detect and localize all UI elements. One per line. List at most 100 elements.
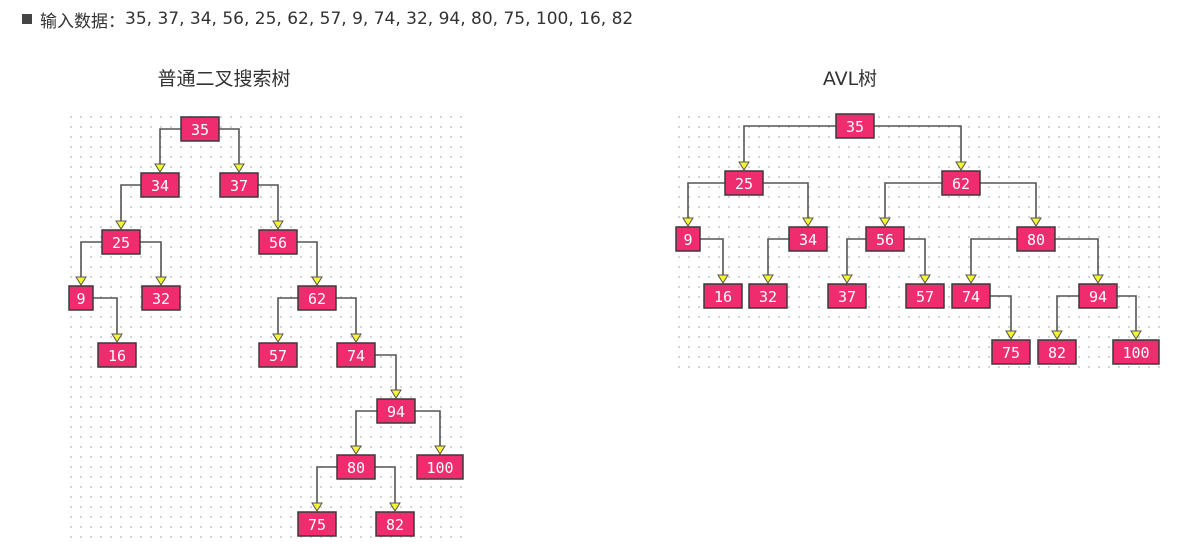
bst-edge-37-56 bbox=[258, 184, 279, 223]
bst-node-label-80: 80 bbox=[347, 459, 365, 477]
avl-node-label-9: 9 bbox=[683, 231, 692, 249]
avl-node-32: 32 bbox=[748, 283, 788, 309]
avl-node-box-57 bbox=[905, 283, 945, 309]
bst-node-label-57: 57 bbox=[269, 347, 287, 365]
bst-arrow-37-icon bbox=[233, 163, 245, 173]
bst-node-box-94 bbox=[376, 398, 416, 424]
bst-edge-94-80 bbox=[355, 410, 377, 448]
avl-arrow-75-icon bbox=[1005, 330, 1017, 340]
avl-node-94: 94 bbox=[1078, 283, 1118, 309]
bst-node-label-62: 62 bbox=[308, 290, 326, 308]
avl-node-34: 34 bbox=[788, 226, 828, 252]
bst-node-box-9 bbox=[68, 285, 94, 311]
bst-node-label-100: 100 bbox=[426, 459, 453, 477]
avl-node-box-9 bbox=[675, 226, 701, 252]
bst-edge-80-82 bbox=[375, 466, 396, 505]
avl-edge-74-75 bbox=[990, 295, 1012, 333]
avl-node-box-74 bbox=[951, 283, 991, 309]
avl-edge-35-62 bbox=[874, 125, 962, 164]
bst-arrow-25-icon bbox=[115, 220, 127, 230]
bst-node-94: 94 bbox=[376, 398, 416, 424]
avl-node-box-25 bbox=[724, 170, 764, 196]
avl-edge-35-25 bbox=[743, 125, 836, 164]
bst-arrow-16-icon bbox=[111, 333, 123, 343]
bst-edge-34-25 bbox=[120, 184, 141, 223]
bst-node-80: 80 bbox=[336, 454, 376, 480]
bst-node-9: 9 bbox=[68, 285, 94, 311]
avl-node-16: 16 bbox=[703, 283, 743, 309]
avl-node-label-35: 35 bbox=[846, 118, 864, 136]
square-bullet-icon bbox=[22, 14, 32, 24]
bst-arrow-74-icon bbox=[350, 333, 362, 343]
avl-node-100: 100 bbox=[1112, 339, 1160, 365]
avl-node-label-94: 94 bbox=[1089, 288, 1107, 306]
avl-node-label-80: 80 bbox=[1027, 231, 1045, 249]
avl-edge-62-56 bbox=[884, 182, 942, 220]
bst-edge-35-34 bbox=[159, 128, 181, 166]
avl-node-box-37 bbox=[827, 283, 867, 309]
input-data-line: 输入数据 ： 35, 37, 34, 56, 25, 62, 57, 9, 74… bbox=[22, 6, 633, 32]
avl-edge-34-32 bbox=[767, 238, 789, 277]
bst-node-74: 74 bbox=[336, 342, 376, 368]
bst-node-37: 37 bbox=[219, 172, 259, 198]
bst-node-16: 16 bbox=[97, 342, 137, 368]
avl-node-box-75 bbox=[991, 339, 1031, 365]
bst-arrow-100-icon bbox=[434, 445, 446, 455]
avl-grid-background bbox=[674, 112, 1162, 368]
bst-edge-62-74 bbox=[336, 297, 357, 336]
bst-node-box-25 bbox=[101, 229, 141, 255]
avl-node-box-56 bbox=[865, 226, 905, 252]
bst-edge-94-100 bbox=[415, 410, 441, 448]
bst-edge-35-37 bbox=[219, 128, 240, 166]
avl-node-box-80 bbox=[1016, 226, 1056, 252]
avl-node-75: 75 bbox=[991, 339, 1031, 365]
bst-node-25: 25 bbox=[101, 229, 141, 255]
bst-node-100: 100 bbox=[416, 454, 464, 480]
bst-node-box-16 bbox=[97, 342, 137, 368]
avl-arrow-57-icon bbox=[919, 274, 931, 284]
avl-title: AVL树 bbox=[822, 68, 878, 90]
bst-node-box-80 bbox=[336, 454, 376, 480]
avl-node-box-34 bbox=[788, 226, 828, 252]
bst-node-label-74: 74 bbox=[347, 347, 365, 365]
avl-arrow-100-icon bbox=[1130, 330, 1142, 340]
input-data-separator: ： bbox=[108, 11, 125, 32]
avl-node-9: 9 bbox=[675, 226, 701, 252]
avl-node-80: 80 bbox=[1016, 226, 1056, 252]
avl-edge-9-16 bbox=[700, 238, 724, 277]
avl-node-35: 35 bbox=[835, 113, 875, 139]
avl-edge-56-57 bbox=[904, 238, 926, 277]
bst-node-box-35 bbox=[180, 116, 220, 142]
avl-edge-25-34 bbox=[763, 182, 809, 220]
avl-node-label-100: 100 bbox=[1122, 344, 1149, 362]
avl-node-box-32 bbox=[748, 283, 788, 309]
avl-arrow-74-icon bbox=[965, 274, 977, 284]
avl-node-56: 56 bbox=[865, 226, 905, 252]
input-data-label: 输入数据 bbox=[40, 11, 108, 32]
avl-edge-80-94 bbox=[1055, 238, 1099, 277]
avl-node-62: 62 bbox=[941, 170, 981, 196]
input-data-values: 35, 37, 34, 56, 25, 62, 57, 9, 74, 32, 9… bbox=[125, 9, 634, 29]
avl-node-label-82: 82 bbox=[1048, 344, 1066, 362]
bst-arrow-82-icon bbox=[389, 502, 401, 512]
bst-node-box-32 bbox=[141, 285, 181, 311]
avl-node-57: 57 bbox=[905, 283, 945, 309]
bst-arrow-57-icon bbox=[272, 333, 284, 343]
bst-title: 普通二叉搜索树 bbox=[157, 68, 291, 90]
bst-arrow-34-icon bbox=[154, 163, 166, 173]
bst-arrow-32-icon bbox=[155, 276, 167, 286]
avl-node-label-37: 37 bbox=[838, 288, 856, 306]
avl-edge-25-9 bbox=[687, 182, 725, 220]
avl-node-label-62: 62 bbox=[952, 175, 970, 193]
bst-node-34: 34 bbox=[140, 172, 180, 198]
bst-edge-25-32 bbox=[140, 241, 162, 279]
avl-arrow-9-icon bbox=[682, 217, 694, 227]
bst-node-label-16: 16 bbox=[108, 347, 126, 365]
avl-arrow-82-icon bbox=[1051, 330, 1063, 340]
avl-arrow-62-icon bbox=[955, 161, 967, 171]
avl-node-label-75: 75 bbox=[1002, 344, 1020, 362]
bst-arrow-62-icon bbox=[311, 276, 323, 286]
bst-node-box-100 bbox=[416, 454, 464, 480]
avl-node-box-62 bbox=[941, 170, 981, 196]
